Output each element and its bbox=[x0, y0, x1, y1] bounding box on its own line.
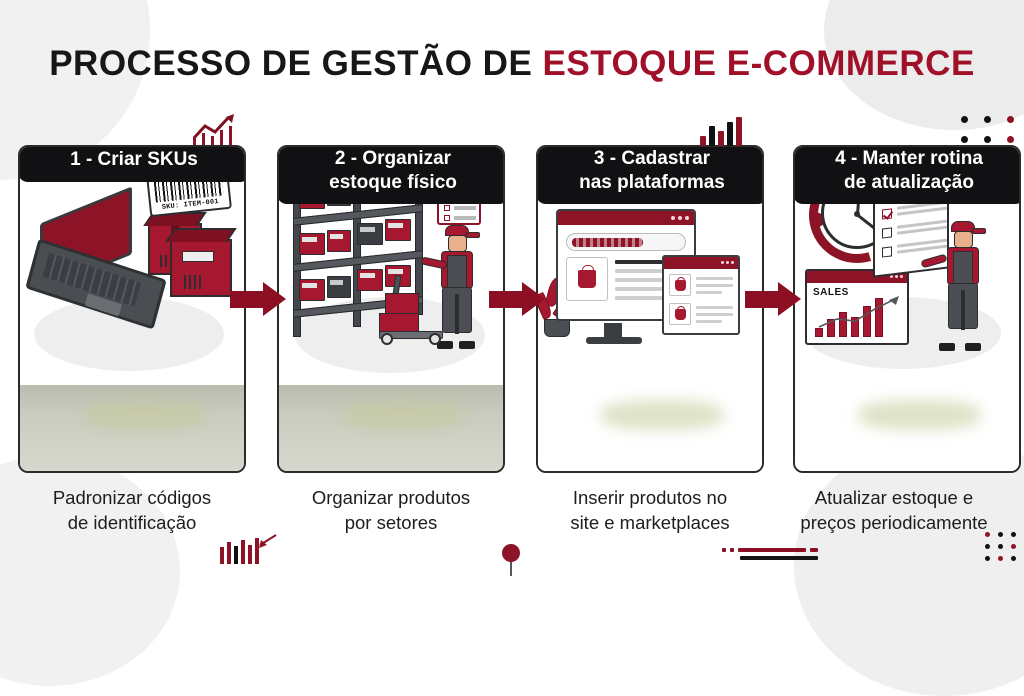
caption-step-2: Organizar produtos por setores bbox=[261, 485, 521, 535]
caption-step-3-line1: Inserir produtos no bbox=[572, 487, 728, 508]
step-card-2[interactable]: 2 - Organizar estoque físico bbox=[277, 145, 505, 473]
step-card-3-header: 3 - Cadastrar nas plataformas bbox=[538, 147, 762, 204]
step-card-4-header-line2: de atualização bbox=[844, 172, 974, 193]
step-card-4-header-line1: 4 - Manter rotina bbox=[835, 148, 983, 169]
caption-step-3: Inserir produtos no site e marketplaces bbox=[520, 485, 780, 535]
package-box-front bbox=[165, 228, 237, 297]
secondary-listing-window bbox=[662, 255, 740, 335]
caption-step-1: Padronizar códigos de identificação bbox=[2, 485, 262, 535]
sales-bar-chart bbox=[815, 297, 903, 337]
caption-step-4-line1: Atualizar estoque e bbox=[814, 487, 974, 508]
caption-step-4: Atualizar estoque e preços periodicament… bbox=[768, 485, 1020, 535]
monitor-foot bbox=[586, 337, 642, 344]
step-cards: SKU: ITEM-001 1 - Criar SKUs bbox=[0, 145, 1024, 475]
dot-grid-small bbox=[985, 532, 1016, 568]
caption-step-2-line2: por setores bbox=[344, 512, 438, 533]
ground-band bbox=[20, 385, 244, 471]
step-arrow-1 bbox=[230, 282, 286, 316]
line-chart-arrow-icon bbox=[190, 112, 248, 146]
step-card-4[interactable]: SALES bbox=[793, 145, 1021, 473]
caption-step-1-line1: Padronizar códigos bbox=[52, 487, 212, 508]
worker-updating-icon bbox=[920, 221, 997, 351]
caption-step-2-line1: Organizar produtos bbox=[311, 487, 471, 508]
ground-band bbox=[538, 385, 762, 471]
bar-chart-arrow-icon bbox=[218, 533, 280, 567]
dashed-line bbox=[722, 548, 842, 562]
step-card-2-header: 2 - Organizar estoque físico bbox=[279, 147, 503, 204]
step-card-1-header: 1 - Criar SKUs bbox=[20, 147, 244, 182]
monitor-stand bbox=[604, 323, 622, 339]
sales-chart-title: SALES bbox=[813, 287, 849, 298]
caption-step-3-line2: site e marketplaces bbox=[570, 512, 730, 533]
monitor-search-bar bbox=[566, 233, 686, 251]
page-title: PROCESSO DE GESTÃO DE ESTOQUE E-COMMERCE bbox=[0, 44, 1024, 84]
infographic-stage: PROCESSO DE GESTÃO DE ESTOQUE E-COMMERCE bbox=[0, 0, 1024, 576]
step-card-1-header-line1: 1 - Criar SKUs bbox=[70, 149, 198, 170]
step-card-2-header-line1: 2 - Organizar bbox=[334, 148, 452, 169]
ground-band bbox=[795, 385, 1019, 471]
step-card-1[interactable]: SKU: ITEM-001 1 - Criar SKUs bbox=[18, 145, 246, 473]
step-card-4-illustration: SALES bbox=[795, 147, 1019, 471]
caption-step-4-line2: preços periodicamente bbox=[800, 512, 988, 533]
warehouse-worker-icon bbox=[420, 225, 491, 349]
laptop-icon bbox=[25, 186, 167, 330]
sales-chart-window: SALES bbox=[805, 269, 909, 345]
caption-step-1-line2: de identificação bbox=[67, 512, 197, 533]
step-arrow-3 bbox=[745, 282, 801, 316]
ground-band bbox=[279, 385, 503, 471]
step-card-2-header-line2: estoque físico bbox=[329, 172, 457, 193]
page-title-dark: PROCESSO DE GESTÃO DE bbox=[49, 44, 543, 83]
step-card-4-header: 4 - Manter rotina de atualização bbox=[795, 147, 1019, 204]
pin-marker-icon bbox=[500, 543, 522, 576]
bar-chart-icon bbox=[700, 116, 742, 146]
step-card-1-illustration: SKU: ITEM-001 bbox=[20, 147, 244, 471]
product-thumbnail bbox=[566, 257, 608, 301]
step-card-3-header-line1: 3 - Cadastrar bbox=[593, 148, 711, 169]
page-title-red: ESTOQUE E-COMMERCE bbox=[542, 44, 975, 83]
sales-trend-line bbox=[818, 296, 899, 328]
step-card-3[interactable]: mercado livre S a bbox=[536, 145, 764, 473]
hand-truck-icon bbox=[377, 274, 453, 345]
step-arrow-2 bbox=[489, 282, 545, 316]
step-card-3-header-line2: nas plataformas bbox=[579, 172, 725, 193]
